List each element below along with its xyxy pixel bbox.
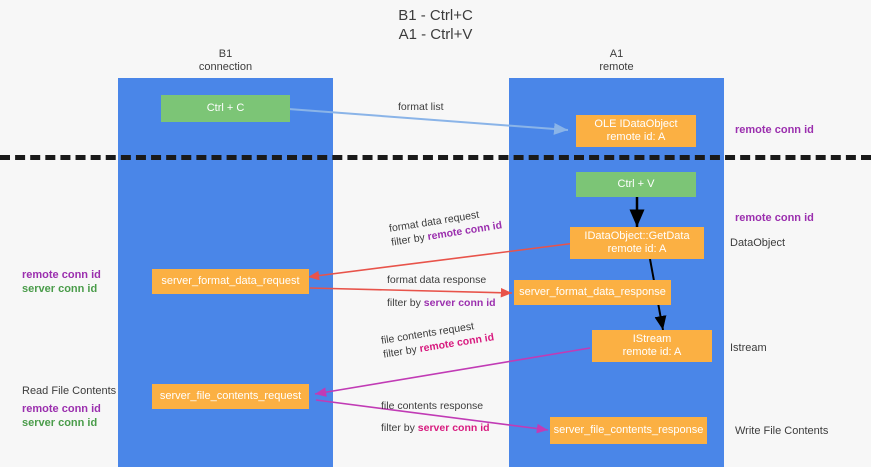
box-getdata-line1: IDataObject::GetData xyxy=(584,230,690,242)
label-dataobject: DataObject xyxy=(730,237,786,249)
box-getdata-line2: remote id: A xyxy=(607,243,667,255)
label-istream: Istream xyxy=(730,342,767,354)
box-istream-line1: IStream xyxy=(632,333,672,345)
box-server-format-data-request-label: server_format_data_request xyxy=(161,275,300,287)
box-server-file-contents-response-label: server_file_contents_response xyxy=(553,424,704,436)
label-read-file-contents: Read File Contents xyxy=(22,385,117,397)
edge-label-format-list: format list xyxy=(398,101,444,113)
filter-prefix-2: filter by xyxy=(387,297,424,309)
box-ctrl-c-label: Ctrl + C xyxy=(206,102,245,114)
box-istream-line2: remote id: A xyxy=(622,346,682,358)
box-ole-idataobject-line1: OLE IDataObject xyxy=(594,118,678,130)
label-left-remote-conn-id-2: remote conn id xyxy=(22,403,101,415)
column-header-a1-role: remote xyxy=(599,61,634,73)
edge-label-file-contents-request: file contents request filter by remote c… xyxy=(380,316,495,361)
edge-label-format-data-response-main: format data response xyxy=(387,274,487,286)
edge-label-file-contents-response: file contents response filter by server … xyxy=(381,399,490,435)
box-server-file-contents-request[interactable]: server_file_contents_request xyxy=(152,384,309,409)
column-header-a1-name: A1 xyxy=(609,48,624,60)
box-ole-idataobject-line2: remote id: A xyxy=(606,131,666,143)
filter-prefix-4: filter by xyxy=(381,422,418,434)
title-line-2: A1 - Ctrl+V xyxy=(398,26,473,43)
box-server-file-contents-response[interactable]: server_file_contents_response xyxy=(550,417,707,444)
box-ole-idataobject[interactable]: OLE IDataObject remote id: A xyxy=(576,115,696,147)
title-line-1: B1 - Ctrl+C xyxy=(398,7,473,24)
label-left-server-conn-id: server conn id xyxy=(22,283,98,295)
box-server-format-data-request[interactable]: server_format_data_request xyxy=(152,269,309,294)
filter-key-2: server conn id xyxy=(423,297,496,309)
box-server-format-data-response[interactable]: server_format_data_response xyxy=(514,280,671,305)
edge-label-file-contents-response-filter: filter by server conn id xyxy=(381,421,490,435)
edge-label-format-data-request: format data request filter by remote con… xyxy=(388,204,503,249)
box-ctrl-v[interactable]: Ctrl + V xyxy=(576,172,696,197)
box-server-format-data-response-label: server_format_data_response xyxy=(519,286,666,298)
label-left-server-conn-id-2: server conn id xyxy=(22,417,98,429)
filter-key-4: server conn id xyxy=(417,422,490,434)
column-header-b1: B1 connection xyxy=(118,48,333,74)
label-remote-conn-id-top: remote conn id xyxy=(735,124,814,136)
box-ctrl-v-label: Ctrl + V xyxy=(617,178,655,190)
column-header-b1-name: B1 xyxy=(218,48,233,60)
label-left-remote-conn-id: remote conn id xyxy=(22,269,101,281)
box-server-file-contents-request-label: server_file_contents_request xyxy=(159,390,302,402)
box-idataobject-getdata[interactable]: IDataObject::GetData remote id: A xyxy=(570,227,704,259)
phase-divider xyxy=(0,155,871,160)
edge-label-format-data-response: format data response filter by server co… xyxy=(387,273,496,310)
column-header-b1-role: connection xyxy=(198,61,253,73)
label-remote-conn-id-mid: remote conn id xyxy=(735,212,814,224)
edge-label-format-data-response-filter: filter by server conn id xyxy=(387,296,496,310)
diagram-title: B1 - Ctrl+C A1 - Ctrl+V xyxy=(0,6,871,44)
edge-label-file-contents-response-main: file contents response xyxy=(381,400,484,412)
label-write-file-contents: Write File Contents xyxy=(735,425,829,437)
box-istream[interactable]: IStream remote id: A xyxy=(592,330,712,362)
column-header-a1: A1 remote xyxy=(509,48,724,74)
box-ctrl-c[interactable]: Ctrl + C xyxy=(161,95,290,122)
